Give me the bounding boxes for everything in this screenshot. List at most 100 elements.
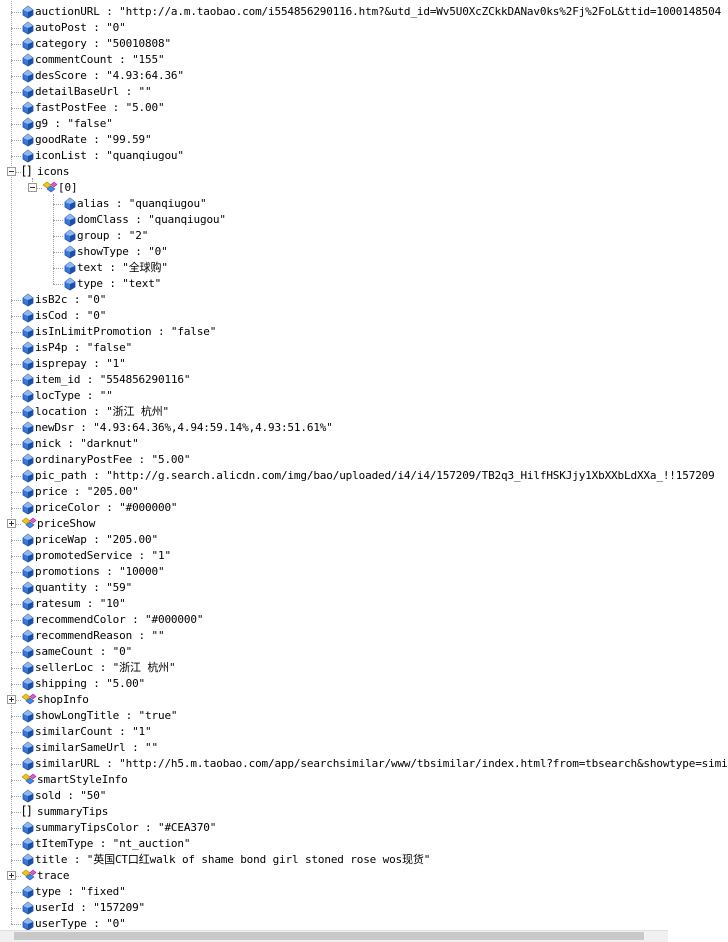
tree-row-promotions[interactable]: promotions : "10000": [0, 564, 668, 580]
horizontal-scrollbar[interactable]: [0, 930, 668, 942]
tree-row-isCod[interactable]: isCod : "0": [0, 308, 668, 324]
tree-row-group[interactable]: group : "2": [0, 228, 668, 244]
expand-plus-icon[interactable]: [7, 695, 16, 704]
tree-row-isprepay[interactable]: isprepay : "1": [0, 356, 668, 372]
tree-row-ratesum[interactable]: ratesum : "10": [0, 596, 668, 612]
tree-row-similarURL[interactable]: similarURL : "http://h5.m.taobao.com/app…: [0, 756, 728, 772]
property-text: nick : "darknut": [35, 437, 139, 450]
collapse-minus-icon[interactable]: [7, 167, 16, 176]
tree-row-isB2c[interactable]: isB2c : "0": [0, 292, 668, 308]
tree-node-icons[interactable]: []icons: [0, 164, 668, 180]
property-text: newDsr : "4.93:64.36%,4.94:59.14%,4.93:5…: [35, 421, 333, 434]
expand-plus-icon[interactable]: [7, 871, 16, 880]
tree-row-isInLimitPromotion[interactable]: isInLimitPromotion : "false": [0, 324, 668, 340]
tree-row-tItemType[interactable]: tItemType : "nt_auction": [0, 836, 668, 852]
property-text: category : "50010808": [35, 37, 171, 50]
tree-row-g9[interactable]: g9 : "false": [0, 116, 668, 132]
property-text: autoPost : "0": [35, 21, 126, 34]
tree-row-promotedService[interactable]: promotedService : "1": [0, 548, 668, 564]
tree-row-recommendColor[interactable]: recommendColor : "#000000": [0, 612, 668, 628]
property-text: domClass : "quanqiugou": [77, 213, 226, 226]
property-diamond-icon: [21, 133, 35, 147]
tree-row-shipping[interactable]: shipping : "5.00": [0, 676, 668, 692]
tree-row-userType[interactable]: userType : "0": [0, 916, 668, 932]
tree-row-fastPostFee[interactable]: fastPostFee : "5.00": [0, 100, 668, 116]
tree-row-summaryTipsColor[interactable]: summaryTipsColor : "#CEA370": [0, 820, 668, 836]
property-text: quantity : "59": [35, 581, 133, 594]
tree-row-commentCount[interactable]: commentCount : "155": [0, 52, 668, 68]
property-diamond-icon: [21, 613, 35, 627]
property-text: recommendReason : "": [35, 629, 165, 642]
tree-row-locType[interactable]: locType : "": [0, 388, 668, 404]
tree-row-location[interactable]: location : "浙江 杭州": [0, 404, 668, 420]
tree-row-nick[interactable]: nick : "darknut": [0, 436, 668, 452]
tree-row-item_id[interactable]: item_id : "554856290116": [0, 372, 668, 388]
tree-row-category[interactable]: category : "50010808": [0, 36, 668, 52]
tree-row-desScore[interactable]: desScore : "4.93:64.36": [0, 68, 668, 84]
tree-row-recommendReason[interactable]: recommendReason : "": [0, 628, 668, 644]
tree-row-alias[interactable]: alias : "quanqiugou": [0, 196, 668, 212]
property-text: fastPostFee : "5.00": [35, 101, 165, 114]
tree-node-trace[interactable]: trace: [0, 868, 668, 884]
tree-row-type[interactable]: type : "text": [0, 276, 668, 292]
tree-row-text[interactable]: text : "全球购": [0, 260, 668, 276]
property-text: promotedService : "1": [35, 549, 171, 562]
node-label: summaryTips: [37, 805, 109, 818]
property-text: pic_path : "http://g.search.alicdn.com/i…: [35, 469, 715, 482]
property-text: location : "浙江 杭州": [35, 405, 170, 418]
tree-row-title[interactable]: title : "英国CT口红walk of shame bond girl s…: [0, 852, 668, 868]
tree-row-detailBaseUrl[interactable]: detailBaseUrl : "": [0, 84, 668, 100]
tree-row-showType[interactable]: showType : "0": [0, 244, 668, 260]
property-text: goodRate : "99.59": [35, 133, 152, 146]
tree-row-similarSameUrl[interactable]: similarSameUrl : "": [0, 740, 668, 756]
tree-node-shopInfo[interactable]: shopInfo: [0, 692, 668, 708]
property-diamond-icon: [21, 533, 35, 547]
property-text: priceColor : "#000000": [35, 501, 178, 514]
property-text: g9 : "false": [35, 117, 113, 130]
property-text: iconList : "quanqiugou": [35, 149, 184, 162]
property-text: isInLimitPromotion : "false": [35, 325, 217, 338]
tree-row-userId[interactable]: userId : "157209": [0, 900, 668, 916]
property-text: isP4p : "false": [35, 341, 133, 354]
node-label: priceShow: [37, 517, 96, 530]
property-diamond-icon: [63, 229, 77, 243]
tree-row-newDsr[interactable]: newDsr : "4.93:64.36%,4.94:59.14%,4.93:5…: [0, 420, 668, 436]
tree-row-iconList[interactable]: iconList : "quanqiugou": [0, 148, 668, 164]
property-text: promotions : "10000": [35, 565, 165, 578]
tree-row-priceWap[interactable]: priceWap : "205.00": [0, 532, 668, 548]
property-diamond-icon: [21, 741, 35, 755]
tree-row-isP4p[interactable]: isP4p : "false": [0, 340, 668, 356]
tree-node-idx0idx[interactable]: [0]: [0, 180, 668, 196]
object-node-icon: [21, 869, 37, 883]
tree-row-autoPost[interactable]: autoPost : "0": [0, 20, 668, 36]
tree-row-sold[interactable]: sold : "50": [0, 788, 668, 804]
property-diamond-icon: [21, 437, 35, 451]
tree-row-quantity[interactable]: quantity : "59": [0, 580, 668, 596]
tree-row-ordinaryPostFee[interactable]: ordinaryPostFee : "5.00": [0, 452, 668, 468]
property-diamond-icon: [21, 629, 35, 643]
tree-row-auctionURL[interactable]: auctionURL : "http://a.m.taobao.com/i554…: [0, 4, 721, 20]
tree-row-showLongTitle[interactable]: showLongTitle : "true": [0, 708, 668, 724]
property-diamond-icon: [21, 565, 35, 579]
tree-node-priceShow[interactable]: priceShow: [0, 516, 668, 532]
scrollbar-thumb[interactable]: [14, 932, 644, 940]
property-diamond-icon: [21, 853, 35, 867]
tree-row-priceColor[interactable]: priceColor : "#000000": [0, 500, 668, 516]
property-text: alias : "quanqiugou": [77, 197, 207, 210]
property-text: similarURL : "http://h5.m.taobao.com/app…: [35, 757, 728, 770]
collapse-minus-icon[interactable]: [28, 183, 37, 192]
tree-node-smartStyleInfo[interactable]: smartStyleInfo: [0, 772, 668, 788]
tree-node-summaryTips[interactable]: []summaryTips: [0, 804, 668, 820]
tree-row-sameCount[interactable]: sameCount : "0": [0, 644, 668, 660]
tree-row-pic_path[interactable]: pic_path : "http://g.search.alicdn.com/i…: [0, 468, 715, 484]
expand-plus-icon[interactable]: [7, 519, 16, 528]
tree-row-similarCount[interactable]: similarCount : "1": [0, 724, 668, 740]
tree-row-sellerLoc[interactable]: sellerLoc : "浙江 杭州": [0, 660, 668, 676]
tree-row-price[interactable]: price : "205.00": [0, 484, 668, 500]
property-diamond-icon: [21, 453, 35, 467]
tree-row-goodRate[interactable]: goodRate : "99.59": [0, 132, 668, 148]
property-text: similarSameUrl : "": [35, 741, 158, 754]
tree-row-domClass[interactable]: domClass : "quanqiugou": [0, 212, 668, 228]
tree-row-type[interactable]: type : "fixed": [0, 884, 668, 900]
